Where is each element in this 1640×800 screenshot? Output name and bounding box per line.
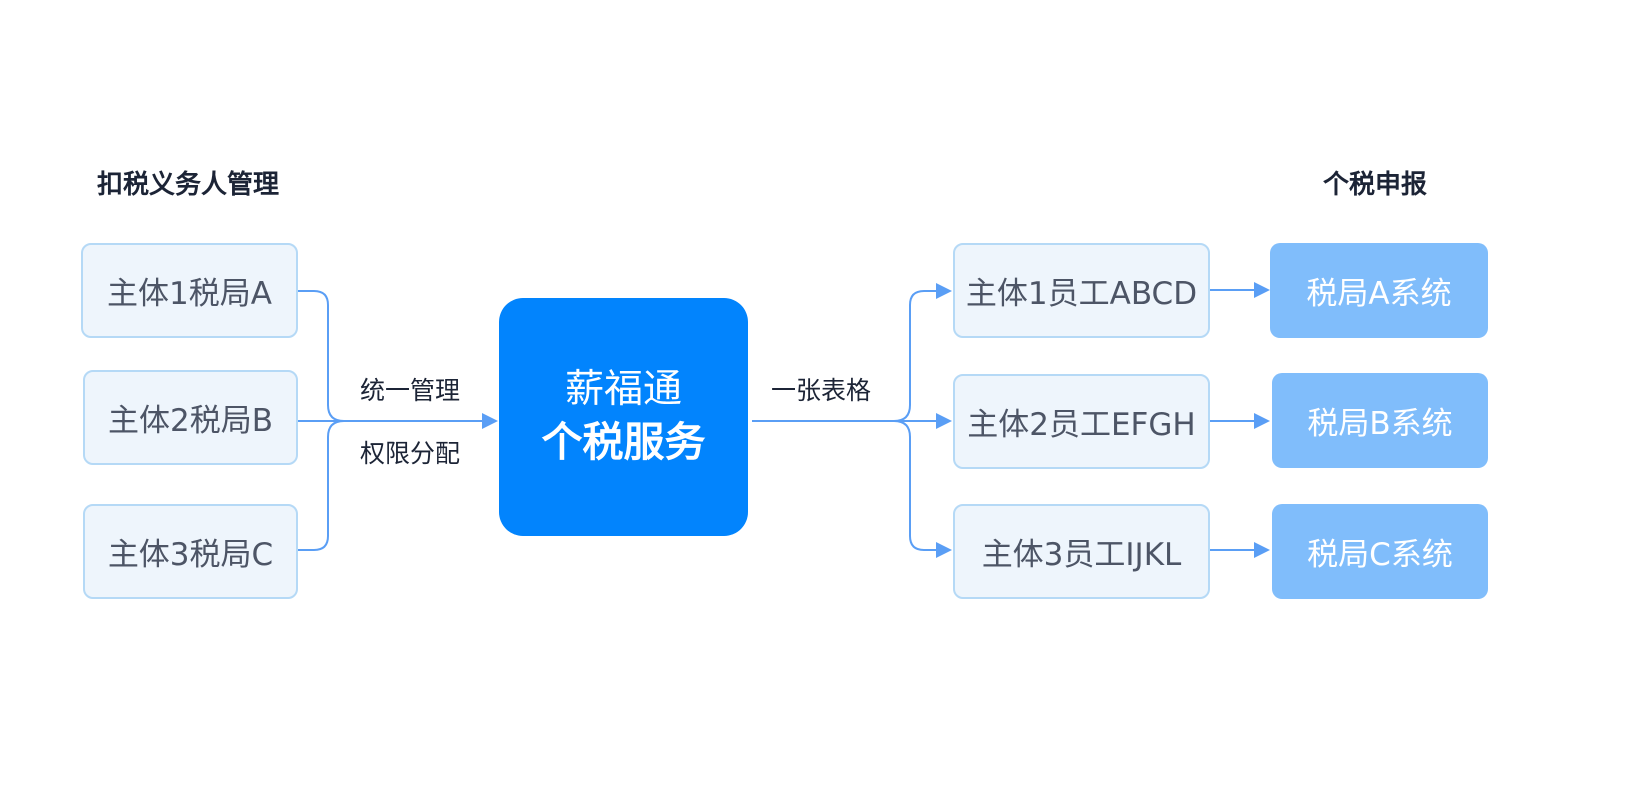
connector-employee-1	[893, 290, 938, 422]
arrowhead-employee-2	[936, 413, 952, 429]
center-brand-name: 薪福通	[564, 367, 682, 412]
label-unified-management: 统一管理	[360, 376, 461, 405]
connector-source-3	[298, 420, 345, 551]
system-box-2: 税局B系统	[1272, 373, 1488, 468]
label-single-spreadsheet: 一张表格	[771, 376, 872, 405]
connector-employee-3	[893, 420, 938, 551]
source-box-2: 主体2税局B	[83, 370, 298, 465]
system-box-1: 税局A系统	[1270, 243, 1488, 338]
employee-box-2: 主体2员工EFGH	[953, 374, 1210, 469]
employee-box-3: 主体3员工IJKL	[953, 504, 1210, 599]
source-box-3: 主体3税局C	[83, 504, 298, 599]
label-permission-allocation: 权限分配	[360, 439, 461, 468]
employee-box-1: 主体1员工ABCD	[953, 243, 1210, 338]
system-box-3: 税局C系统	[1272, 504, 1488, 599]
arrowhead-center	[482, 413, 498, 429]
right-section-heading: 个税申报	[1323, 170, 1428, 200]
arrowhead-system-3	[1254, 542, 1270, 558]
arrowhead-employee-1	[936, 283, 952, 299]
arrowhead-system-2	[1254, 413, 1270, 429]
center-service-box: 薪福通 个税服务	[499, 298, 748, 536]
left-section-heading: 扣税义务人管理	[97, 170, 280, 200]
center-service-name: 个税服务	[541, 417, 706, 466]
arrowhead-system-1	[1254, 282, 1270, 298]
connector-source-1	[298, 290, 345, 422]
arrowhead-employee-3	[936, 542, 952, 558]
source-box-1: 主体1税局A	[81, 243, 298, 338]
